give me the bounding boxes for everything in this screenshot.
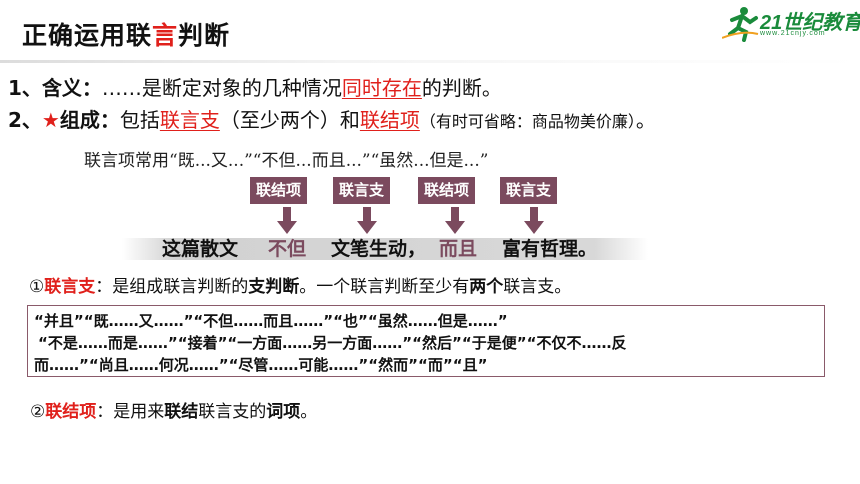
composition-text: （至少两个）和 (219, 108, 360, 132)
logo-url: www.21cnjy.com (760, 30, 826, 37)
down-arrow-icon (357, 207, 377, 234)
title-bar: 正确运用联言判断 (0, 0, 860, 63)
sentence-part: 这篇散文 (162, 238, 239, 260)
point-text: ：是用来 (96, 402, 165, 422)
sentence-connective: 而且 (439, 238, 478, 260)
point-text: ：是组成联言判断的 (95, 277, 249, 297)
tag-conjunct: 联言支 (333, 177, 391, 204)
point-text: 联言支的 (198, 402, 267, 422)
term-connective: 联结项 (359, 108, 420, 132)
point-text: 。一个联言判断至少有 (299, 277, 470, 297)
connectives-box: “并且”“既……又……”“不但……而且……”“也”“虽然……但是……” “不是…… (27, 305, 825, 377)
connective-definition: ②联结项：是用来联结联言支的词项。 (30, 397, 317, 422)
label-colon: ： (81, 76, 102, 100)
conjunct-label: 联言支 (44, 277, 96, 297)
definition-highlight: 同时存在 (341, 76, 422, 100)
connective-label: 联结项 (45, 402, 97, 422)
tag-connective: 联结项 (250, 177, 308, 204)
connectives-line: “不是……而是……”“接着”“一方面……另一方面……”“然后”“于是便”“不仅不… (38, 334, 627, 352)
sentence-part: 文笔生动， (331, 238, 427, 260)
sentence-highlight-band (122, 238, 648, 260)
point-bold: 词项 (266, 402, 301, 422)
composition-line: 2、★组成：包括联言支（至少两个）和联结项（有时可省略：商品物美价廉）。 (8, 104, 656, 133)
runner-logo-icon (722, 7, 759, 42)
point-bold: 支判断 (248, 277, 300, 297)
circled-number: ② (30, 402, 46, 422)
circled-number: ① (29, 277, 45, 297)
title-text-part: 判断 (178, 21, 231, 50)
tag-conjunct: 联言支 (500, 177, 558, 204)
page-title: 正确运用联言判断 (22, 16, 230, 52)
connectives-line: “并且”“既……又……”“不但……而且……”“也”“虽然……但是……” (34, 312, 508, 330)
composition-note: （有时可省略：商品物美价廉） (419, 112, 636, 131)
conjunct-definition: ①联言支：是组成联言判断的支判断。一个联言判断至少有两个联言支。 (29, 272, 571, 297)
definition-label: 含义 (41, 76, 82, 100)
tag-connective: 联结项 (418, 177, 476, 204)
item-number: 2、 (8, 108, 42, 132)
star-icon: ★ (41, 108, 60, 132)
definition-text: ……是断定对象的几种情况 (101, 76, 342, 100)
label-colon: ： (99, 108, 120, 132)
point-text: 联言支。 (503, 277, 572, 297)
point-bold: 联结 (164, 402, 199, 422)
down-arrow-icon (277, 207, 297, 234)
composition-label: 组成 (59, 108, 100, 132)
down-arrow-icon (445, 207, 465, 234)
point-text: 。 (300, 402, 318, 422)
sentence-part: 富有哲理。 (502, 238, 598, 260)
definition-line: 1、含义：……是断定对象的几种情况同时存在的判断。 (8, 72, 502, 101)
connectives-line: 而……”“尚且……何况……”“尽管……可能……”“然而”“而”“且” (34, 356, 488, 374)
logo-text: 21世纪教育 (760, 12, 860, 34)
sentence-connective: 不但 (268, 238, 307, 260)
composition-end: 。 (635, 108, 656, 132)
item-number: 1、 (8, 76, 42, 100)
point-bold: 两个 (469, 277, 504, 297)
examples-line: 联言项常用“既...又...”“不但...而且...”“虽然...但是...” (84, 151, 489, 171)
term-conjunct: 联言支 (159, 108, 220, 132)
title-highlight: 言 (152, 21, 179, 50)
title-text-part: 正确运用联 (22, 21, 153, 50)
composition-text: 包括 (119, 108, 160, 132)
definition-text-end: 的判断。 (421, 76, 502, 100)
title-divider (0, 60, 860, 63)
down-arrow-icon (524, 207, 544, 234)
